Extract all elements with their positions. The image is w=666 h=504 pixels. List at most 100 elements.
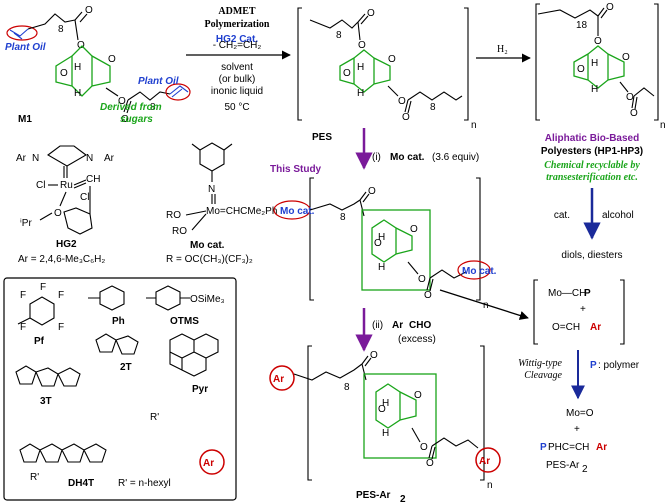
mech-phc: PHC=CH xyxy=(548,442,589,453)
step-two-ar: Ar xyxy=(392,320,403,331)
dh4t-r1: R' xyxy=(150,412,159,423)
mo-terminated-pes: n Mo cat. 8 O O O H H O O Mo cat. xyxy=(273,177,497,311)
admet-line1: ADMET xyxy=(218,6,256,17)
pf-f4: F xyxy=(58,322,64,333)
pes-ar2-label: PES-Ar xyxy=(356,490,391,501)
step-one-reagent: Mo cat. xyxy=(390,152,425,163)
pf-f3: F xyxy=(58,290,64,301)
hg2-cl2: Cl xyxy=(80,192,89,203)
mech-plus1: + xyxy=(580,304,586,315)
hp-o4: O xyxy=(577,64,585,75)
hg2-catalyst: Ar N N Ar Ru Cl CH Cl O ⁱPr HG2 Ar = 2,4… xyxy=(16,145,115,265)
h2-label: H₂ xyxy=(497,44,508,55)
hp-o3: O xyxy=(622,52,630,63)
mech-p-label: P xyxy=(590,360,597,371)
mo-left: Mo cat. xyxy=(280,206,315,217)
pes-ar2-o1: O xyxy=(370,350,378,361)
mo-catalyst: N Mo=CHCMe₂Ph RO RO Mo cat. R = OC(CH₃)(… xyxy=(166,142,277,265)
m1-o3: O xyxy=(108,54,116,65)
wittig-line1: Wittig-type xyxy=(518,358,562,369)
aliphatic-polyester: n 18 O O O O H H O O Aliphatic Bio-Based… xyxy=(535,2,666,183)
m1-o6: O xyxy=(121,114,129,125)
derived-from-label: Derived from xyxy=(100,102,162,113)
mech-mochp: Mo—CH xyxy=(548,288,586,299)
step-one: This Study (i) Mo cat. (3.6 equiv) xyxy=(270,128,479,175)
mech-ochar: O=CH xyxy=(552,322,580,333)
mo-pes-o4: O xyxy=(374,238,382,249)
mo-pes-o1: O xyxy=(368,186,376,197)
pes-o5: O xyxy=(398,96,406,107)
pes-ar2-sub8: 8 xyxy=(344,382,350,393)
admet-cond1: solvent xyxy=(221,62,253,73)
pf-f2: F xyxy=(40,282,46,293)
pes-n: n xyxy=(471,120,477,131)
admet-cond3: inonic liquid xyxy=(211,86,263,97)
aliphatic-title-2: Polyesters (HP1-HP3) xyxy=(541,146,643,157)
pyr-label: Pyr xyxy=(192,384,208,395)
hp-o2: O xyxy=(594,36,602,47)
hg2-o: O xyxy=(54,208,62,219)
pes-ar2-o3: O xyxy=(414,390,422,401)
m1-h1: H xyxy=(74,62,81,73)
pf-f1: F xyxy=(20,290,26,301)
monomer-m1: O 8 O O O H H O O 8 Plant Oil Plant Oil … xyxy=(5,5,191,125)
mo-ro2: RO xyxy=(172,226,187,237)
step-one-num: (i) xyxy=(372,152,381,163)
admet-line2: Polymerization xyxy=(205,19,270,30)
hp-h2: H xyxy=(591,84,598,95)
dh4t-label: DH4T xyxy=(68,478,94,489)
pes-ar2-polymer: n Ar 8 O O O H H O O Ar PES-Ar 2 xyxy=(269,345,501,504)
mo-n: N xyxy=(208,184,215,195)
pes-sub8: 8 xyxy=(336,30,342,41)
pes-ar2-h2: H xyxy=(382,428,389,439)
mo-pes-o3: O xyxy=(410,224,418,235)
pes-o3: O xyxy=(388,54,396,65)
pes-ar2-o4: O xyxy=(378,404,386,415)
pes-label: PES xyxy=(312,132,332,143)
m1-label: M1 xyxy=(18,114,32,125)
pes-ar2-o5: O xyxy=(420,442,428,453)
mo-right: Mo cat. xyxy=(462,266,497,277)
plant-oil-label-1: Plant Oil xyxy=(5,42,46,53)
m1-sub8: 8 xyxy=(58,24,64,35)
aliphatic-note-2: transesterification etc. xyxy=(546,172,638,183)
mo-pes-h1: H xyxy=(378,232,385,243)
pes-ar2-label-sub: 2 xyxy=(400,494,406,504)
hg2-ch: CH xyxy=(86,174,100,185)
mech-plus2: + xyxy=(574,424,580,435)
hp-sub18: 18 xyxy=(576,20,588,31)
step-two-cho: CHO xyxy=(409,320,431,331)
threeT-label: 3T xyxy=(40,396,52,407)
pes-ar2-h1: H xyxy=(382,398,389,409)
hg2-formula: Ar = 2,4,6-Me₃C₆H₂ xyxy=(18,254,105,265)
mo-chain: Mo=CHCMe₂Ph xyxy=(206,206,277,217)
pes-o1: O xyxy=(367,8,375,19)
pf-f5: F xyxy=(20,322,26,333)
hg2-label: HG2 xyxy=(56,239,77,250)
mech-moo: Mo=O xyxy=(566,408,594,419)
admet-byproduct: - CH₂=CH₂ xyxy=(213,40,262,51)
ar-group-panel: F F F F F Pf Ph OSiMe₃ OTMS 2T Pyr 3T R'… xyxy=(3,277,237,501)
mech-pesar2-sub: 2 xyxy=(582,464,588,475)
hg2-ar-right: Ar xyxy=(104,153,115,164)
mo-pes-h2: H xyxy=(378,262,385,273)
sugars-label: sugars xyxy=(120,114,153,125)
ar-right: Ar xyxy=(479,456,490,467)
hp-o6: O xyxy=(630,108,638,119)
pes-h1: H xyxy=(357,62,364,73)
hg2-n-left: N xyxy=(32,153,39,164)
ar-left: Ar xyxy=(273,374,284,385)
mo-pes-n: n xyxy=(483,300,489,311)
aliphatic-note-1: Chemical recyclable by xyxy=(544,160,640,171)
recycle-products: diols, diesters xyxy=(561,250,622,261)
r-definition: R' = n-hexyl xyxy=(118,478,171,489)
otms-sub: OSiMe₃ xyxy=(190,294,225,305)
plant-oil-label-2: Plant Oil xyxy=(138,76,179,87)
step-two: (ii) Ar CHO (excess) xyxy=(355,308,436,352)
step-two-excess: (excess) xyxy=(398,334,436,345)
mo-pes-o6: O xyxy=(424,290,432,301)
mechanism-arrow xyxy=(439,289,529,320)
m1-h2: H xyxy=(74,88,81,99)
mech-ar: Ar xyxy=(590,322,601,333)
